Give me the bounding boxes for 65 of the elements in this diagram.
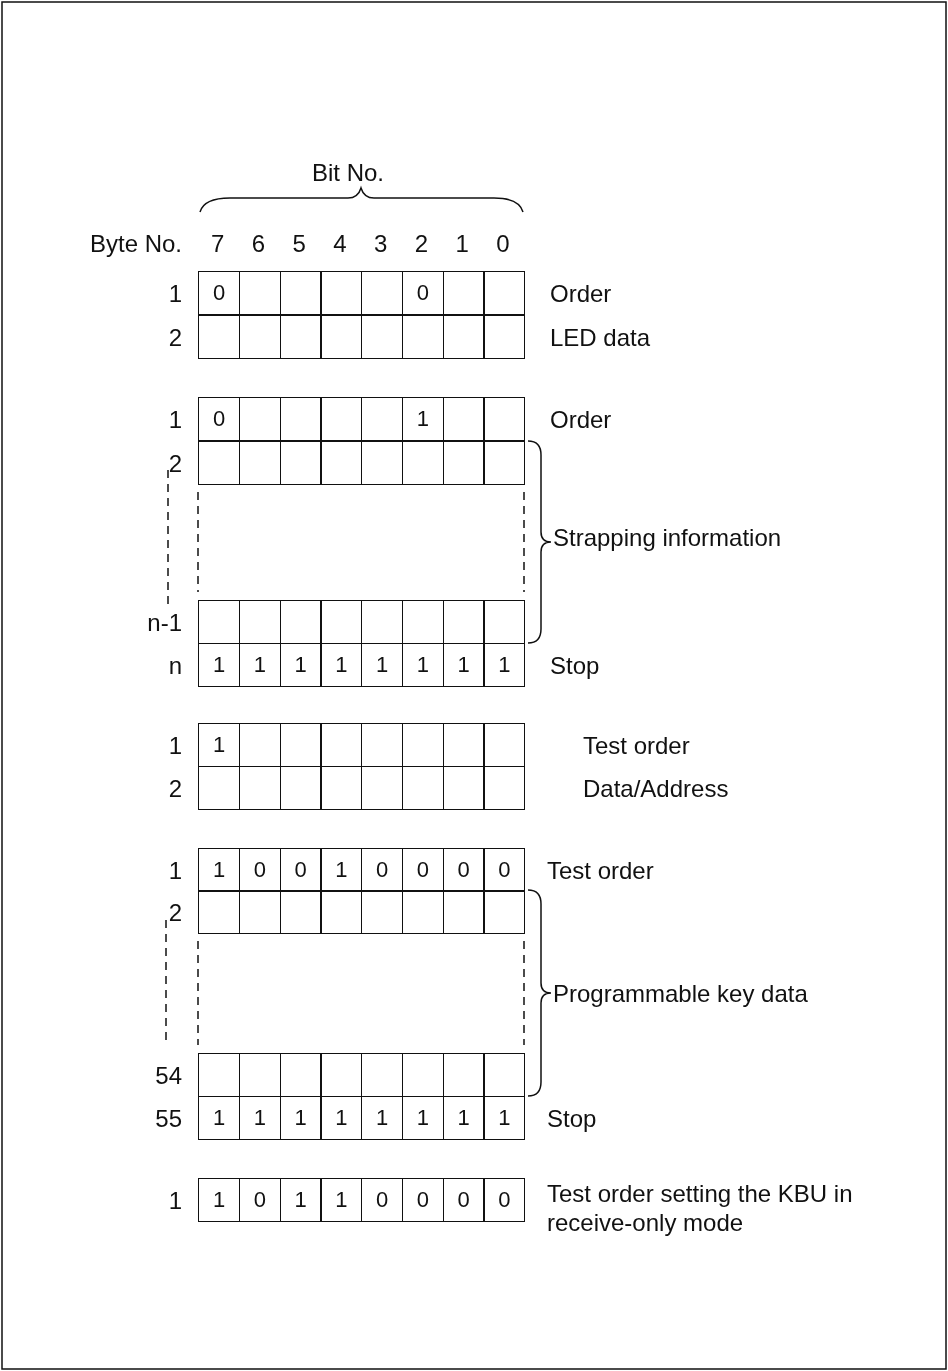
field-label: Order — [550, 407, 612, 434]
table-cell: 0 — [238, 1178, 281, 1222]
table-cell: 1 — [198, 723, 240, 767]
byte-number: 1 — [168, 281, 182, 308]
table-cell: 0 — [198, 397, 240, 441]
table-cell: 1 — [198, 848, 240, 892]
table-cell: 1 — [320, 1096, 363, 1140]
field-label: Strapping information — [553, 525, 782, 552]
field-label: Stop — [547, 1106, 597, 1133]
bit-number: 2 — [414, 231, 429, 258]
byte-number: 2 — [168, 776, 182, 803]
table-cell: 1 — [279, 643, 322, 687]
table-cell: 0 — [279, 848, 322, 892]
byte-number: 2 — [168, 900, 182, 927]
field-label: Data/Address — [583, 776, 729, 803]
axis-title: Byte No. — [90, 231, 183, 258]
table-cell: 0 — [442, 1178, 485, 1222]
table-cell: 0 — [483, 848, 526, 892]
bit-number: 1 — [455, 231, 469, 258]
table-cell: 1 — [320, 1178, 363, 1222]
bit-number: 4 — [333, 231, 347, 258]
field-label: LED data — [550, 325, 651, 352]
field-label: Order — [550, 281, 612, 308]
bit-number: 3 — [374, 231, 388, 258]
byte-number: 1 — [168, 858, 182, 885]
field-label: Stop — [550, 653, 600, 680]
byte-number: n-1 — [147, 610, 182, 637]
table-cell: 1 — [483, 1096, 526, 1140]
field-label: Test order — [547, 858, 654, 885]
field-label: Test order setting the KBU in receive-only mode — [547, 1180, 854, 1238]
table-cell: 1 — [279, 1096, 322, 1140]
table-cell: 1 — [279, 1178, 322, 1222]
table-cell: 1 — [320, 643, 363, 687]
field-label: Programmable key data — [553, 981, 808, 1008]
table-cell: 1 — [198, 643, 240, 687]
bit-number: 6 — [251, 231, 266, 258]
table-cell: 0 — [401, 1178, 444, 1222]
table-cell: 1 — [198, 1178, 240, 1222]
table-cell: 1 — [442, 1096, 485, 1140]
table-cell: 1 — [320, 848, 363, 892]
table-cell: 0 — [361, 848, 403, 892]
byte-number: 2 — [168, 451, 182, 478]
byte-number: 54 — [155, 1063, 182, 1090]
byte-number: 55 — [155, 1106, 182, 1133]
byte-number: n — [168, 653, 182, 680]
table-cell: 1 — [401, 397, 444, 441]
bit-number: 7 — [211, 231, 225, 258]
table-cell: 0 — [238, 848, 281, 892]
byte-number: 2 — [168, 325, 182, 352]
byte-number: 1 — [168, 1188, 182, 1215]
field-label: Test order — [583, 733, 690, 760]
byte-number: 1 — [168, 733, 182, 760]
bit-number: 5 — [292, 231, 306, 258]
table-cell: 0 — [401, 848, 444, 892]
table-cell: 0 — [401, 271, 444, 315]
table-cell: 0 — [442, 848, 485, 892]
table-cell: 0 — [198, 271, 240, 315]
table-cell: 1 — [483, 643, 526, 687]
table-cell: 1 — [198, 1096, 240, 1140]
table-cell: 1 — [442, 643, 485, 687]
axis-title: Bit No. — [312, 160, 385, 187]
table-cell: 0 — [483, 1178, 526, 1222]
table-cell: 0 — [361, 1178, 403, 1222]
byte-number: 1 — [168, 407, 182, 434]
bit-number: 0 — [496, 231, 510, 258]
